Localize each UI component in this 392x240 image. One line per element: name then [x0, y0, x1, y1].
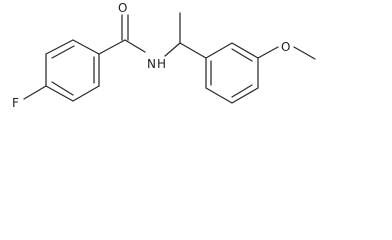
ch-ring-bond — [179, 42, 207, 59]
ring-b-double-1 — [231, 48, 253, 62]
ring-b-bond-2 — [231, 42, 259, 59]
atom-label-amide-hydrogen: H — [157, 57, 166, 71]
ring-a-double-2 — [51, 81, 74, 96]
atom-label-methoxy-oxygen: O — [281, 40, 290, 54]
methoxyphenyl-ring — [205, 42, 259, 104]
c-f-bond — [23, 85, 47, 100]
molecule-structure: F O N H O — [12, 1, 316, 110]
ring-a-double-1 — [51, 45, 75, 59]
ring-a-bond-4 — [45, 85, 74, 102]
atom-label-nitrogen: N — [147, 57, 156, 71]
ring-b-bond-5 — [205, 87, 233, 104]
n-ch-bond — [164, 42, 181, 57]
fluorophenyl-ring — [45, 39, 100, 102]
ring-a-bond-1 — [72, 39, 100, 55]
methoxy-methyl-bond — [293, 46, 316, 60]
ring-b-double-2 — [231, 84, 253, 98]
ring-b-bond-4 — [231, 87, 259, 104]
ring-methoxy-o-bond — [257, 46, 279, 59]
atom-label-carbonyl-oxygen: O — [118, 1, 127, 15]
atom-label-fluorine: F — [12, 96, 19, 110]
ring-b-bond-1 — [205, 42, 233, 59]
ring-a-bond-2 — [45, 39, 74, 55]
ring-carbonyl-bond — [98, 39, 126, 55]
c-n-bond — [124, 39, 146, 53]
ring-a-bond-5 — [72, 85, 100, 102]
